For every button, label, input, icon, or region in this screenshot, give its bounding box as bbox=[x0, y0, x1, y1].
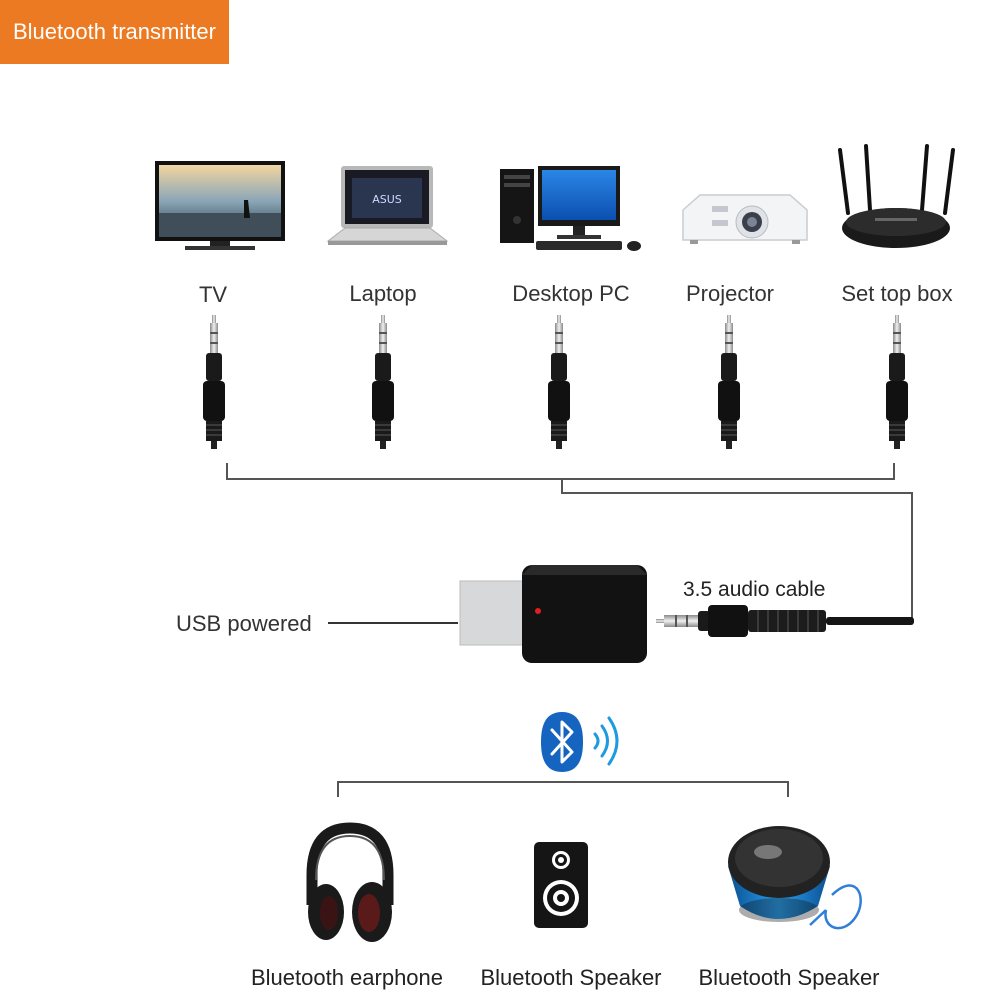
speaker-icon bbox=[534, 842, 588, 928]
usb-adapter bbox=[459, 565, 647, 663]
svg-text:ASUS: ASUS bbox=[372, 193, 402, 206]
router-icon bbox=[838, 144, 955, 248]
headphones-icon bbox=[306, 822, 394, 942]
source-label-desktop-pc: Desktop PC bbox=[512, 281, 630, 306]
jack-plug bbox=[717, 314, 741, 450]
signal-waves-icon bbox=[593, 716, 619, 766]
usb-powered-label: USB powered bbox=[176, 611, 312, 636]
receiver-label-portable-speaker: Bluetooth Speaker bbox=[698, 965, 880, 990]
desktop-pc-icon bbox=[500, 166, 641, 251]
receiver-label-earphone: Bluetooth earphone bbox=[250, 965, 444, 990]
title-text: Bluetooth transmitter bbox=[13, 19, 216, 44]
audio-cable bbox=[656, 605, 914, 637]
receiver-label-speaker: Bluetooth Speaker bbox=[480, 965, 662, 990]
portable-speaker-icon bbox=[728, 826, 862, 930]
bluetooth-icon bbox=[541, 712, 583, 772]
jack-plug bbox=[202, 314, 226, 450]
tv-icon bbox=[155, 161, 285, 250]
title-banner: Bluetooth transmitter bbox=[0, 0, 229, 64]
source-label-set-top-box: Set top box bbox=[841, 281, 953, 306]
jack-plug bbox=[371, 314, 395, 450]
laptop-icon: ASUS bbox=[326, 166, 449, 245]
receivers-bracket bbox=[337, 781, 789, 797]
source-label-tv: TV bbox=[198, 282, 228, 307]
audio-cable-label: 3.5 audio cable bbox=[683, 578, 826, 601]
source-label-projector: Projector bbox=[685, 281, 775, 306]
projector-icon bbox=[682, 194, 808, 244]
jack-plug bbox=[885, 314, 909, 450]
jack-plug bbox=[547, 314, 571, 450]
source-label-laptop: Laptop bbox=[349, 281, 417, 306]
